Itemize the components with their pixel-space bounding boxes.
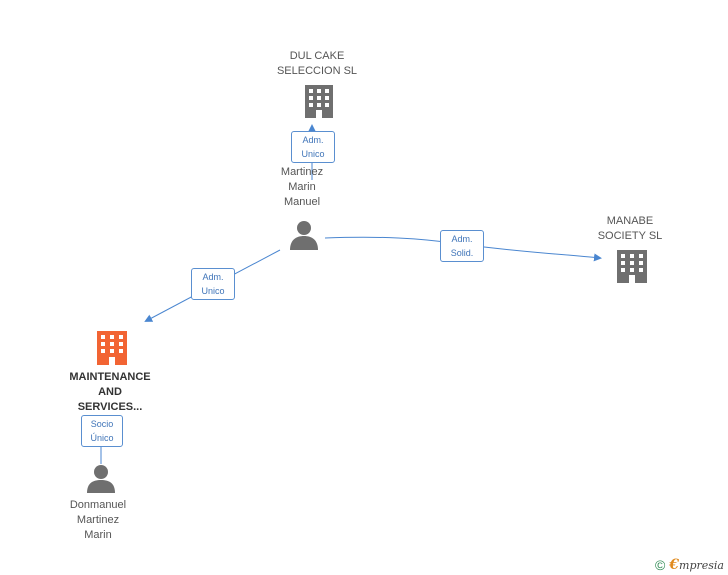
edge-label-adm-solid: Adm. Solid. bbox=[440, 230, 484, 262]
footer-brand: © €mpresia bbox=[655, 557, 724, 573]
copyright-icon: © bbox=[654, 557, 666, 573]
edge-label-adm-unico: Adm. Unico bbox=[291, 131, 335, 163]
edge-label-adm-unico: Adm. Unico bbox=[191, 268, 235, 300]
building-icon[interactable] bbox=[617, 250, 647, 283]
node-label-maintenance[interactable]: MAINTENANCE AND SERVICES... bbox=[69, 371, 151, 413]
brand-logo: €mpresia bbox=[669, 557, 724, 573]
building-icon[interactable] bbox=[305, 85, 333, 118]
node-label-dul-cake[interactable]: DUL CAKE SELECCION SL bbox=[276, 50, 358, 77]
building-icon[interactable] bbox=[97, 331, 127, 365]
node-label-donmanuel[interactable]: Donmanuel Martinez Marin bbox=[69, 499, 127, 541]
node-label-martinez[interactable]: Martinez Marin Manuel bbox=[280, 166, 324, 208]
person-icon[interactable] bbox=[87, 465, 115, 493]
edge-label-socio-unico: Socio Único bbox=[81, 415, 123, 447]
node-label-manabe[interactable]: MANABE SOCIETY SL bbox=[597, 215, 663, 242]
person-icon[interactable] bbox=[290, 221, 318, 250]
